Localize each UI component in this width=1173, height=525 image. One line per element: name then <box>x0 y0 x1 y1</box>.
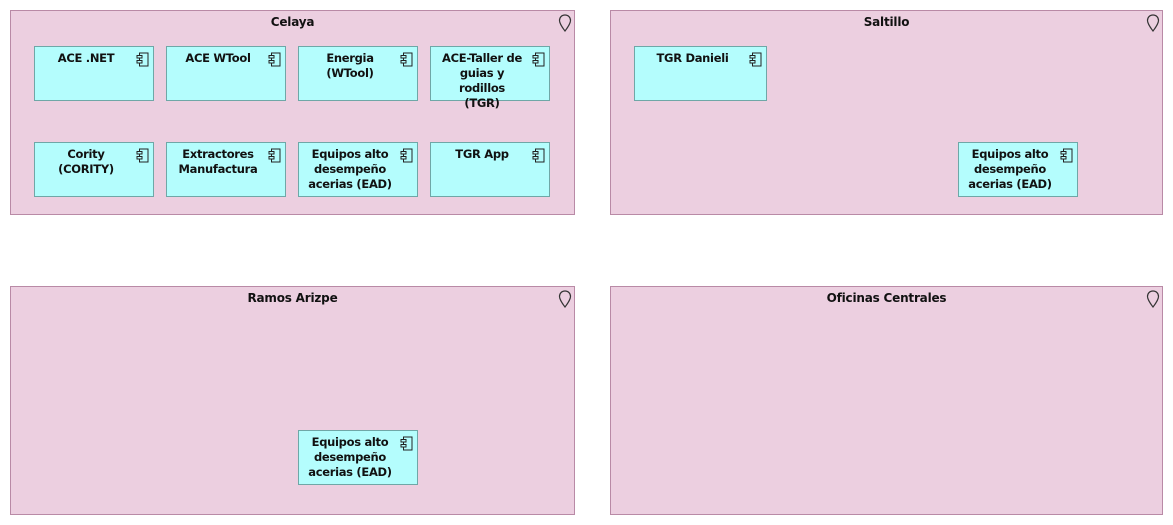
component-icon <box>749 52 762 67</box>
component-ace-taller-tgr[interactable]: ACE-Taller de guias y rodillos (TGR) <box>430 46 550 110</box>
component-equipos-ead[interactable]: Equipos alto desempeño acerias (EAD) <box>298 142 418 197</box>
component-label: ACE WTool <box>185 51 251 65</box>
location-celaya[interactable]: Celaya ACE .NET ACE WTool Energia (WTool… <box>10 10 575 215</box>
component-extractores-manufactura[interactable]: Extractores Manufactura <box>166 142 286 197</box>
component-label: Equipos alto desempeño acerias (EAD) <box>968 147 1052 191</box>
location-pin-icon <box>558 290 572 308</box>
component-label: Energia (WTool) <box>326 51 374 80</box>
location-ramos-arizpe[interactable]: Ramos Arizpe Equipos alto desempeño acer… <box>10 286 575 515</box>
component-label: Cority (CORITY) <box>58 147 114 176</box>
location-saltillo[interactable]: Saltillo TGR Danieli Equipos alto desemp… <box>610 10 1163 215</box>
location-pin-icon <box>1146 290 1160 308</box>
location-pin-icon <box>1146 14 1160 32</box>
component-icon <box>268 52 281 67</box>
component-equipos-ead[interactable]: Equipos alto desempeño acerias (EAD) <box>958 142 1078 197</box>
component-label: TGR App <box>455 147 509 161</box>
location-pin-icon <box>558 14 572 32</box>
location-title: Saltillo <box>863 15 910 29</box>
component-icon <box>268 148 281 163</box>
location-title: Oficinas Centrales <box>826 291 947 305</box>
component-label: TGR Danieli <box>656 51 729 65</box>
component-icon <box>400 52 413 67</box>
component-icon <box>532 52 545 67</box>
component-cority[interactable]: Cority (CORITY) <box>34 142 154 197</box>
component-label: Equipos alto desempeño acerias (EAD) <box>308 435 392 479</box>
component-icon <box>136 148 149 163</box>
component-label: ACE .NET <box>57 51 115 65</box>
component-ace-net[interactable]: ACE .NET <box>34 46 154 101</box>
component-ace-wtool[interactable]: ACE WTool <box>166 46 286 101</box>
component-icon <box>400 148 413 163</box>
location-title: Celaya <box>270 15 315 29</box>
component-icon <box>532 148 545 163</box>
location-oficinas-centrales[interactable]: Oficinas Centrales <box>610 286 1163 515</box>
component-icon <box>400 436 413 451</box>
component-icon <box>1060 148 1073 163</box>
location-title: Ramos Arizpe <box>247 291 338 305</box>
component-equipos-ead[interactable]: Equipos alto desempeño acerias (EAD) <box>298 430 418 485</box>
component-label: Equipos alto desempeño acerias (EAD) <box>308 147 392 191</box>
component-tgr-danieli[interactable]: TGR Danieli <box>634 46 767 101</box>
component-label: ACE-Taller de guias y rodillos (TGR) <box>442 51 522 110</box>
component-icon <box>136 52 149 67</box>
component-tgr-app[interactable]: TGR App <box>430 142 550 197</box>
component-label: Extractores Manufactura <box>178 147 258 176</box>
component-energia-wtool[interactable]: Energia (WTool) <box>298 46 418 101</box>
